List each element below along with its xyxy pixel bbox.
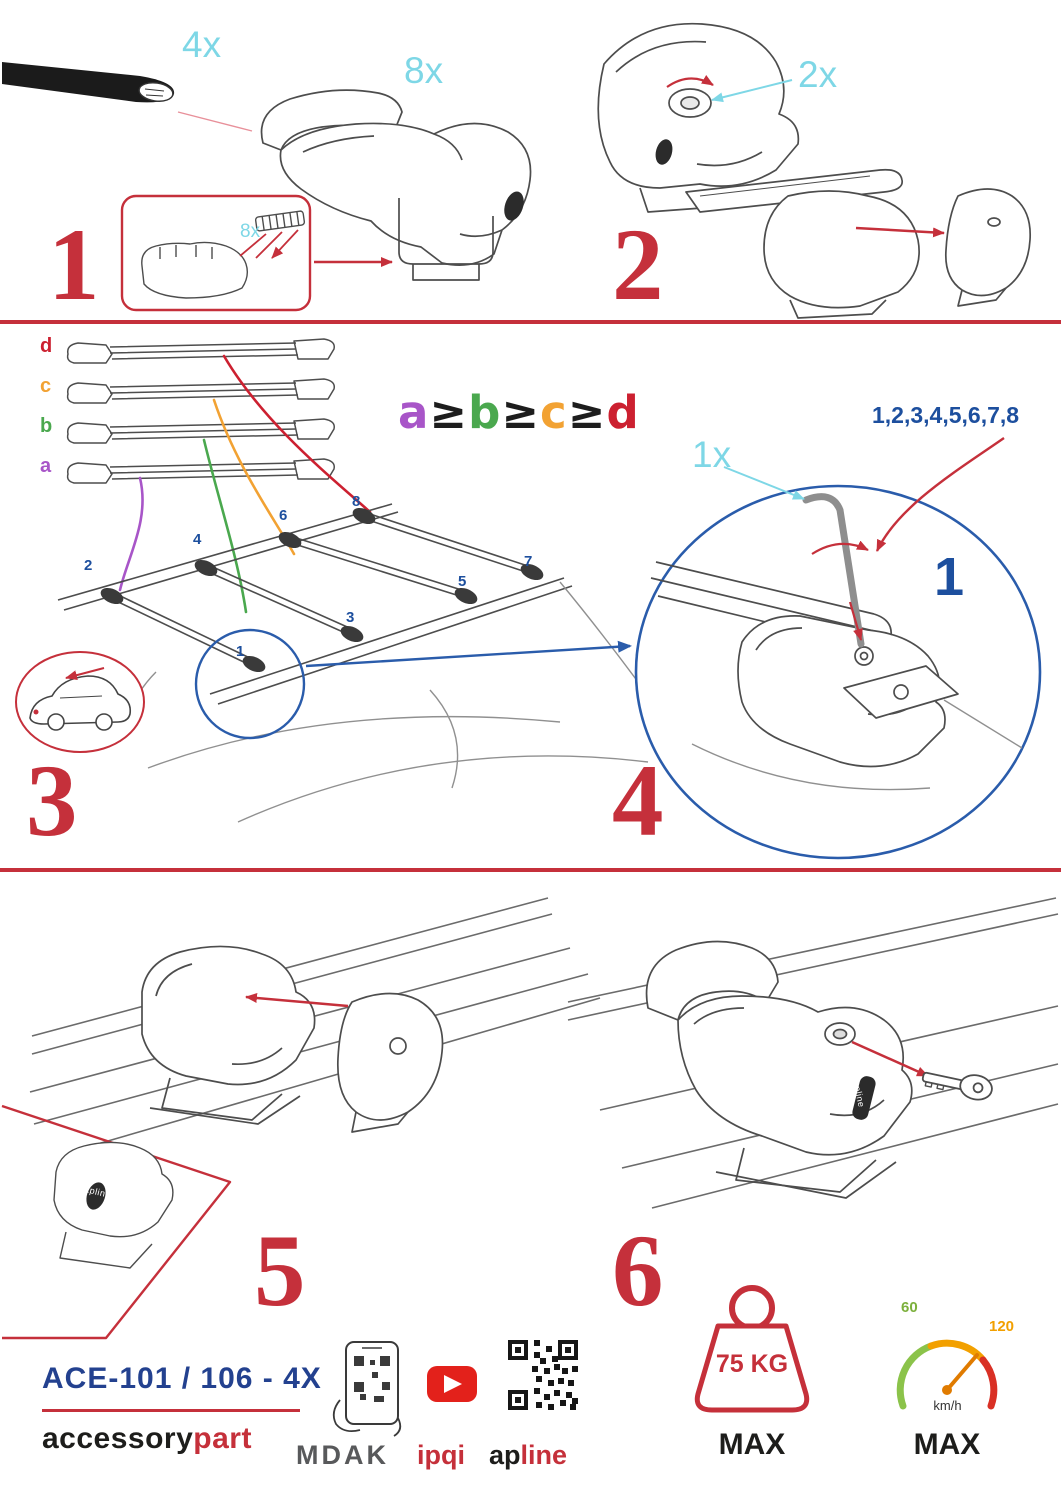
product-code-underline <box>42 1409 300 1412</box>
foot-detail-drawing <box>650 561 1023 791</box>
ipqi-logo: ipqi <box>417 1440 465 1470</box>
position-1-highlight-circle <box>194 628 306 740</box>
formula-c: c <box>540 386 568 439</box>
roof-position-6: 6 <box>279 507 288 524</box>
apline-logo-dark: ap <box>489 1440 521 1470</box>
max-speed-label: MAX <box>913 1428 981 1461</box>
step-4-number: 4 <box>612 744 664 858</box>
crossbar-drawing <box>2 62 253 132</box>
sequence-arrow <box>875 437 1005 552</box>
step-5-number: 5 <box>254 1214 306 1328</box>
cover-assembly-arrow <box>855 226 945 238</box>
speed-unit-label: km/h <box>933 1398 962 1413</box>
roof-position-1: 1 <box>236 643 245 660</box>
youtube-icon <box>427 1366 477 1402</box>
lock-key-arrow <box>851 1040 929 1078</box>
speed-high-label: 120 <box>989 1318 1015 1335</box>
formula-ge-2: ≥ <box>501 386 541 439</box>
foot-drawing-step6 <box>645 940 913 1199</box>
foot-drawing-step2-bottom <box>685 168 1032 319</box>
brand-logo-red: part <box>193 1422 252 1455</box>
bar-label-b: b <box>40 415 53 437</box>
formula-ge-1: ≥ <box>429 386 469 439</box>
step-6-number: 6 <box>612 1214 664 1328</box>
allen-key-drawing <box>802 493 865 648</box>
mdak-logo: MDAK <box>296 1440 389 1470</box>
bar-label-d: d <box>40 335 53 357</box>
product-code: ACE-101 / 106 - 4X <box>42 1362 322 1395</box>
apline-logo-red: line <box>520 1440 568 1470</box>
speedometer-icon <box>896 1339 998 1410</box>
foot-drawing-step5 <box>141 945 444 1133</box>
step-3-number: 3 <box>26 744 78 858</box>
roof-position-7: 7 <box>524 553 533 570</box>
roof-position-8: 8 <box>352 493 361 510</box>
formula-b: b <box>468 386 502 439</box>
section-divider-2 <box>0 868 1061 872</box>
tool-qty-arrow <box>723 466 805 500</box>
bar-position-curves <box>118 354 372 614</box>
detail-panel-step5 <box>1 1104 232 1340</box>
foot-drawing-step2-top <box>597 22 800 213</box>
pad-detail-box <box>120 194 393 312</box>
apline-logo: apline <box>489 1442 567 1469</box>
pad-qty-label: 8x <box>240 221 261 242</box>
foot-drawing-step1 <box>260 89 532 281</box>
bolt-arrow <box>848 601 863 641</box>
formula-d: d <box>606 386 640 439</box>
tightening-sequence: 1,2,3,4,5,6,7,8 <box>872 402 1020 428</box>
bar-qty-label: 4x <box>182 24 222 65</box>
bar-set-drawing <box>66 338 336 484</box>
knob-qty-arrow <box>711 79 793 103</box>
roof-position-2: 2 <box>84 557 93 574</box>
length-formula: a ≥ b ≥ c ≥ d <box>398 390 640 435</box>
bar-label-c: c <box>40 375 52 397</box>
step-2-number: 2 <box>612 208 664 322</box>
max-weight-icon <box>694 1285 810 1413</box>
formula-ge-3: ≥ <box>567 386 607 439</box>
phone-qr-icon <box>332 1341 402 1437</box>
car-inset-drawing <box>15 651 145 753</box>
knob-rotation-arrow <box>666 75 714 88</box>
key-drawing <box>921 1071 993 1101</box>
tool-qty-label: 1x <box>692 434 732 475</box>
brand-logo: accessorypart <box>42 1424 252 1454</box>
speed-low-label: 60 <box>901 1299 918 1316</box>
brand-logo-black: accessory <box>42 1422 194 1455</box>
cover-attach-arrow <box>245 992 349 1008</box>
roof-position-4: 4 <box>193 531 202 548</box>
formula-a: a <box>398 386 430 439</box>
detail-link-arrow <box>305 640 632 668</box>
step-1-number: 1 <box>48 208 100 322</box>
roof-assembly-drawing <box>57 503 661 823</box>
roof-position-3: 3 <box>346 609 355 626</box>
qr-code <box>506 1338 580 1412</box>
detail-position-number: 1 <box>934 547 965 607</box>
roof-position-5: 5 <box>458 573 467 590</box>
section-divider-1 <box>0 320 1061 324</box>
key-rotation-arrow <box>811 540 869 555</box>
bar-label-a: a <box>40 455 52 477</box>
knob-qty-label: 2x <box>798 54 838 95</box>
max-weight-value: 75 KG <box>715 1350 789 1378</box>
foot-qty-label: 8x <box>404 50 444 91</box>
max-weight-label: MAX <box>718 1428 786 1461</box>
